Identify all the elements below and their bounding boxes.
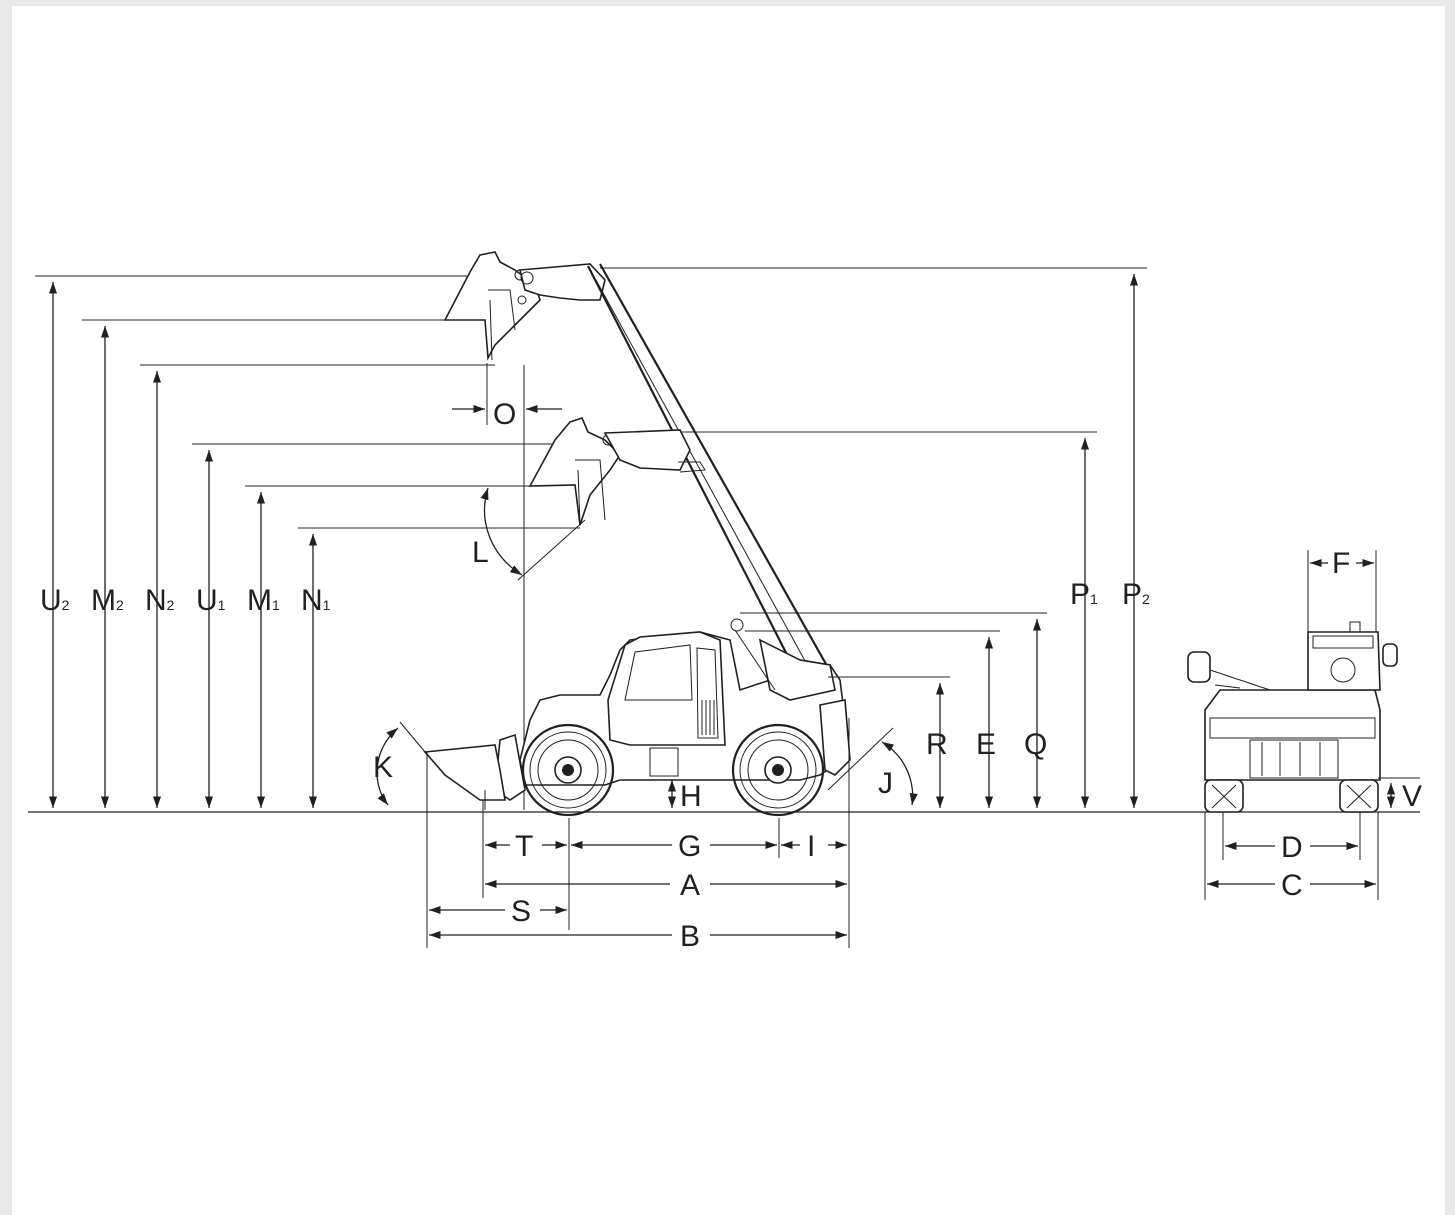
telehandler-body — [494, 618, 851, 801]
rear-view — [1187, 621, 1398, 813]
label-o: O — [493, 398, 516, 431]
right-height-dimensions — [600, 267, 1147, 808]
label-p1: P1 — [1070, 578, 1098, 611]
label-t: T — [515, 830, 533, 863]
label-n2: N2 — [145, 584, 175, 617]
label-s: S — [511, 895, 531, 928]
label-i: I — [807, 830, 815, 863]
label-p2: P2 — [1122, 578, 1150, 611]
length-dimensions — [426, 718, 850, 948]
label-v: V — [1402, 780, 1422, 813]
label-m1: M1 — [247, 584, 280, 617]
raised-bucket-full — [443, 251, 541, 361]
label-a: A — [680, 869, 700, 902]
label-k: K — [373, 751, 393, 784]
label-m2: M2 — [91, 584, 124, 617]
label-h: H — [680, 780, 702, 813]
raised-bucket-mid — [528, 417, 706, 526]
label-n1: N1 — [301, 584, 331, 617]
front-wheel — [521, 723, 615, 817]
label-c: C — [1281, 869, 1303, 902]
label-j: J — [878, 767, 893, 800]
label-u1: U1 — [196, 584, 226, 617]
label-r: R — [926, 728, 948, 761]
rear-wheel — [731, 723, 825, 817]
label-f: F — [1332, 547, 1350, 580]
label-l: L — [472, 536, 489, 569]
label-e: E — [976, 728, 996, 761]
telehandler-dimension-diagram: U2 M2 N2 U1 M1 N1 O L — [28, 251, 1422, 953]
bucket-lowered — [423, 744, 506, 810]
height-dimensions — [35, 275, 580, 808]
diagram-frame: U2 M2 N2 U1 M1 N1 O L — [12, 6, 1445, 1215]
boom-extended — [518, 263, 836, 681]
label-q: Q — [1024, 728, 1047, 761]
label-d: D — [1281, 831, 1303, 864]
label-u2: U2 — [40, 584, 70, 617]
label-b: B — [680, 920, 700, 953]
label-g: G — [678, 830, 701, 863]
